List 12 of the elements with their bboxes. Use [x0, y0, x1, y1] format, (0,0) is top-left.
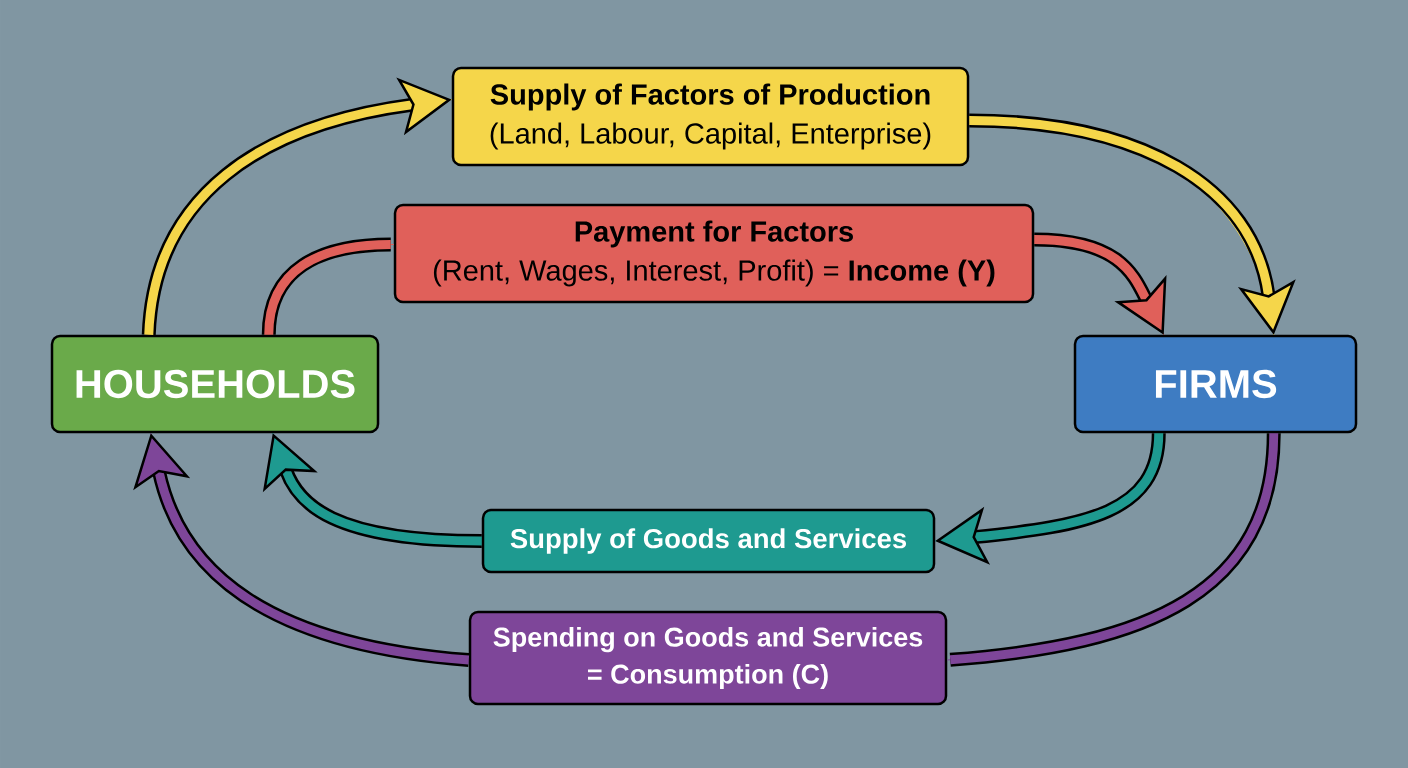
flow-line [261, 237, 395, 336]
flow-arrow [968, 113, 1296, 336]
flow-box: Payment for Factors (Rent, Wages, Interest, Profit) = Income (Y) [393, 203, 1035, 304]
flow-arrow [262, 432, 483, 548]
sector-box: FIRMS [1073, 334, 1358, 434]
flow-line [946, 432, 1281, 667]
flow-arrow [141, 77, 453, 336]
flow-arrow [1033, 232, 1167, 336]
flow-arrow [133, 432, 470, 667]
sector-box: HOUSEHOLDS [50, 334, 380, 434]
flow-box: Spending on Goods and Services = Consumption (C) [468, 610, 948, 706]
flow-arrow [934, 432, 1166, 565]
